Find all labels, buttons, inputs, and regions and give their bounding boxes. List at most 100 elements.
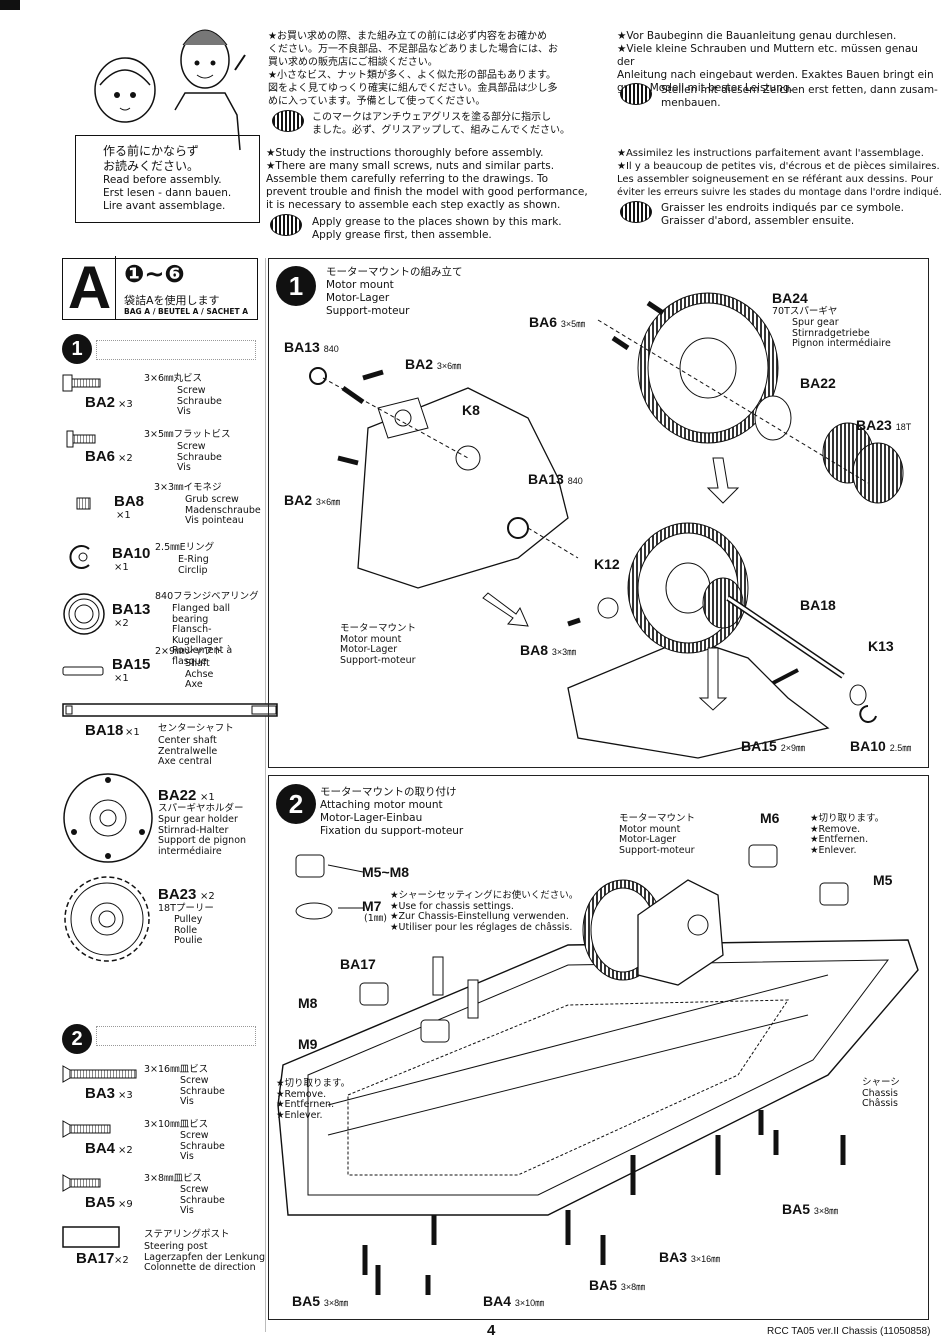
- callout-ba5-left: BA5 3×8㎜: [292, 1293, 349, 1309]
- part-ja: 3×10㎜皿ビス: [144, 1119, 209, 1130]
- callout-ba10: BA10 2.5㎜: [850, 738, 912, 754]
- callout-m9: M9: [298, 1036, 318, 1052]
- step2-assembly-drawing: [277, 844, 919, 1295]
- callout-ba22: BA22: [800, 375, 836, 391]
- intro-fr-grease: Graisser les endroits indiqués par ce sy…: [661, 202, 904, 227]
- part-ja: 2×9㎜シャフト: [155, 646, 223, 657]
- intro-ja-grease: このマークはアンチウェアグリスを塗る部分に指示し ました。必ず、グリスアップして…: [312, 112, 570, 136]
- callout-k13: K13: [868, 638, 894, 654]
- callout-ba2-top: BA2 3×6㎜: [405, 356, 462, 372]
- part-ja: 3×8㎜皿ビス: [144, 1173, 203, 1184]
- part-ja: 3×6㎜丸ビス: [144, 373, 203, 384]
- callout-ba24: BA24: [772, 290, 808, 306]
- callout-m7-size: (1㎜): [364, 913, 387, 924]
- bag-steps: ❶~❻: [124, 260, 185, 288]
- callout-m8: M8: [298, 995, 318, 1011]
- grease-icon: [620, 201, 652, 223]
- bag-ja: 袋詰Aを使用します: [124, 294, 220, 307]
- part-qty: ×2: [114, 618, 129, 629]
- part-ba13: BA13 ×2 840フランジベアリング Flanged ball bearin…: [62, 590, 262, 666]
- part-qty: ×1: [116, 510, 131, 521]
- part-ja: スパーギヤホルダー: [158, 803, 244, 814]
- page-number: 4: [487, 1322, 496, 1339]
- callout-ba24-ja: 70Tスパーギヤ: [772, 306, 838, 317]
- callout-k8: K8: [462, 402, 480, 418]
- step2-badge: 2: [276, 784, 316, 824]
- part-qty: ×2: [114, 1255, 129, 1266]
- callout-m6-note: ★切り取ります。★Remove.★Entfernen.★Enlever.: [810, 813, 885, 856]
- countersunk-screw-icon: [62, 1120, 111, 1138]
- intro-en-grease: Apply grease to the places shown by this…: [312, 216, 562, 241]
- part-code: BA10: [112, 545, 151, 562]
- part-code: BA18: [85, 722, 124, 739]
- flat-screw-icon: [66, 430, 96, 448]
- part-qty: ×2: [118, 453, 133, 464]
- step2-title: モーターマウントの取り付け Attaching motor mount Moto…: [320, 786, 464, 837]
- grub-screw-icon: [76, 497, 91, 510]
- e-ring-icon: [69, 545, 90, 569]
- callout-k12: K12: [594, 556, 620, 572]
- part-qty: ×9: [118, 1199, 133, 1210]
- bearing-icon: [63, 593, 105, 635]
- callout-m5: M5: [873, 872, 893, 888]
- grease-icon: [272, 110, 304, 132]
- part-qty: ×1: [114, 562, 129, 573]
- part-code: BA5: [85, 1194, 116, 1211]
- part-code: BA22: [158, 787, 197, 804]
- read-before-box: [75, 135, 260, 223]
- callout-ba4: BA4 3×10㎜: [483, 1293, 545, 1309]
- intro-en: ★Study the instructions thoroughly befor…: [266, 147, 588, 211]
- page-corner-mark: [0, 0, 20, 10]
- parts-step1-badge: 1: [62, 334, 92, 364]
- part-code: BA2: [85, 394, 116, 411]
- document-title: RCC TA05 ver.II Chassis (11050858): [767, 1326, 931, 1337]
- callout-ba13-mid: BA13 840: [528, 471, 583, 487]
- callout-ba5-right: BA5 3×8㎜: [782, 1201, 839, 1217]
- part-qty: ×3: [118, 399, 133, 410]
- parts-column-rule: [265, 258, 266, 1332]
- part-ja: センターシャフト: [158, 723, 234, 734]
- callout-ba2-mid: BA2 3×6㎜: [284, 492, 341, 508]
- intro-de-grease: Stellen mit diesem Zeichen erst fetten, …: [661, 84, 938, 109]
- grease-icon: [620, 83, 652, 105]
- intro-de: ★Vor Baubeginn die Bauanleitung genau du…: [617, 30, 934, 94]
- part-ja: 3×16㎜皿ビス: [144, 1064, 209, 1075]
- part-qty: ×1: [200, 792, 215, 803]
- callout-m7: M7: [362, 898, 382, 914]
- intro-fr: ★Assimilez les instructions parfaitement…: [617, 148, 942, 198]
- spur-gear-holder-icon: [63, 773, 153, 863]
- part-ja: 3×3㎜イモネジ: [154, 482, 222, 493]
- part-ja: ステアリングポスト: [144, 1229, 230, 1240]
- part-code: BA6: [85, 448, 116, 465]
- bag-letter: A: [64, 256, 116, 320]
- callout-cut-note: ★切り取ります。★Remove.★Entfernen.★Enlever.: [276, 1078, 351, 1121]
- callout-ba3: BA3 3×16㎜: [659, 1249, 721, 1265]
- steering-post-icon: [62, 1226, 120, 1248]
- part-ja: 3×5㎜フラットビス: [144, 429, 231, 440]
- part-qty: ×1: [125, 727, 140, 738]
- part-ja: 18Tプーリー: [158, 903, 214, 914]
- step1-title: モーターマウントの組み立て Motor mount Motor-Lager Su…: [326, 266, 463, 317]
- countersunk-screw-icon: [62, 1065, 137, 1083]
- bag-header: [62, 258, 258, 320]
- step1-badge: 1: [276, 266, 316, 306]
